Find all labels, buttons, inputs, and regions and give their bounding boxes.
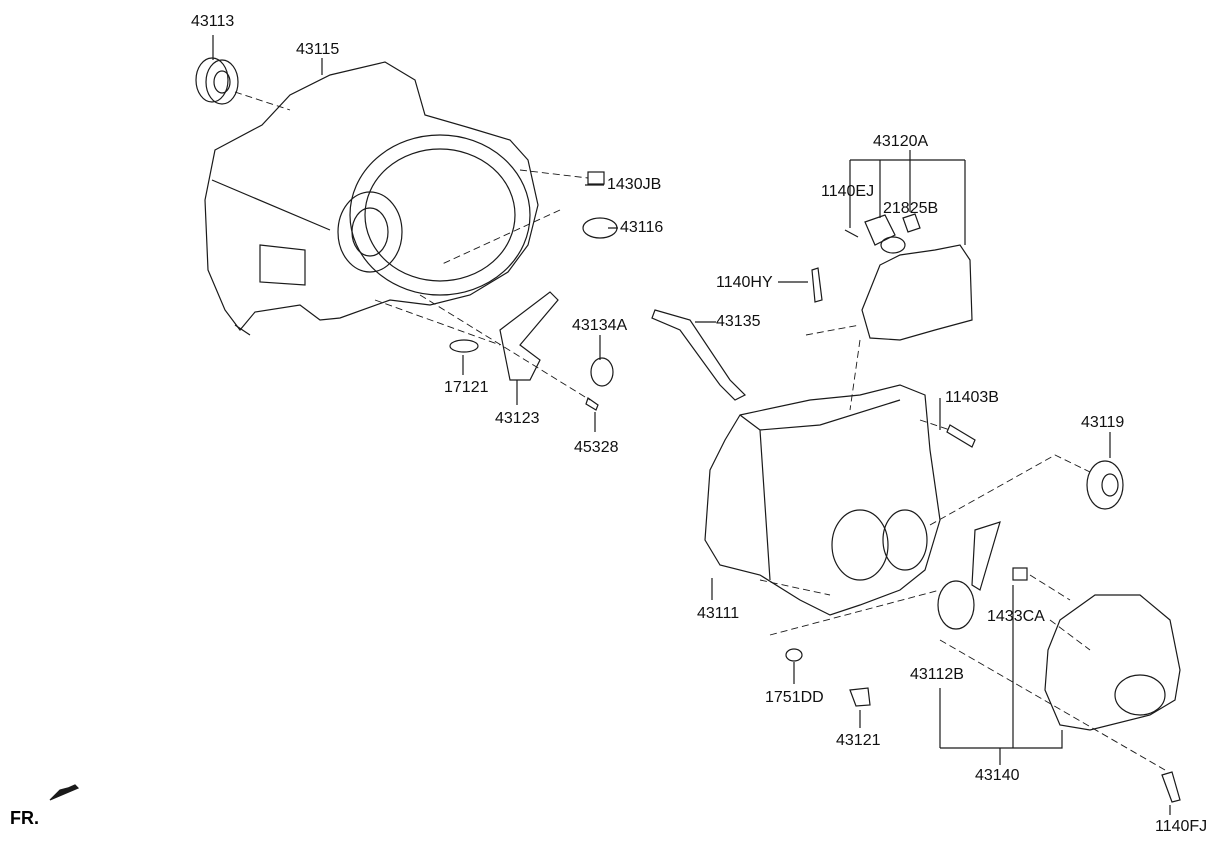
plate-43112b	[937, 580, 975, 630]
leader-lines	[212, 35, 1171, 815]
label-43111: 43111	[697, 605, 740, 622]
clutch-housing-part	[204, 61, 539, 336]
pin-1433ca	[1012, 567, 1028, 581]
bolt-1140fj	[1161, 771, 1181, 803]
label-1433ca: 1433CA	[987, 608, 1045, 625]
seal-43119	[1086, 460, 1124, 510]
label-43140: 43140	[975, 767, 1020, 784]
label-43112b: 43112B	[910, 666, 964, 683]
bolt-11403b	[946, 424, 976, 448]
front-orientation-label: FR.	[10, 808, 39, 828]
label-43120a: 43120A	[873, 133, 929, 150]
label-43121: 43121	[836, 732, 881, 749]
label-43135: 43135	[716, 313, 761, 330]
label-43134a: 43134A	[572, 317, 628, 334]
label-1430jb: 1430JB	[607, 176, 662, 193]
label-1140ej: 1140EJ	[821, 183, 875, 200]
guide-plate-part	[971, 521, 1001, 591]
label-21825b: 21825B	[883, 200, 939, 217]
washer-17121	[449, 339, 479, 353]
label-43123: 43123	[495, 410, 540, 427]
label-43115: 43115	[296, 41, 340, 58]
lever-43135	[651, 309, 747, 401]
plug-43121	[849, 687, 871, 707]
label-43119: 43119	[1081, 414, 1125, 431]
label-1140hy: 1140HY	[716, 274, 773, 291]
label-1140fj: 1140FJ	[1155, 818, 1208, 835]
front-arrow-icon	[49, 784, 80, 801]
label-45328: 45328	[574, 439, 619, 456]
label-11403b: 11403B	[945, 389, 999, 406]
pin-1430jb	[587, 171, 605, 185]
label-1751dd: 1751DD	[765, 689, 824, 706]
dashed-center-lines	[234, 91, 1166, 771]
label-17121: 17121	[444, 379, 489, 396]
bolt-45328	[585, 397, 599, 411]
rear-cover-part	[1044, 594, 1181, 731]
label-43116: 43116	[620, 219, 664, 236]
label-43113: 43113	[191, 13, 235, 30]
transaxle-case-part	[704, 384, 941, 616]
oil-seal-43113	[195, 57, 239, 105]
ring-1751dd	[785, 648, 803, 662]
bracket-43123	[499, 291, 559, 381]
bracket-43120a	[811, 213, 973, 341]
seal-43134a	[590, 357, 614, 387]
